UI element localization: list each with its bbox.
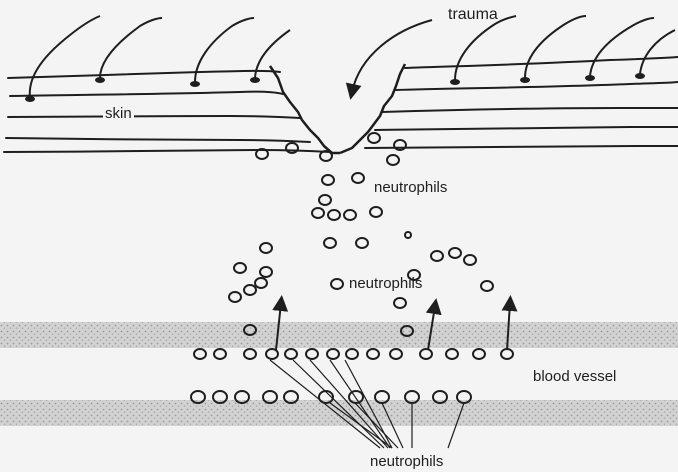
neutrophils-vessel-upper [194, 349, 513, 359]
neutrophils-migrating [229, 133, 493, 336]
vessel-wall-upper [0, 322, 678, 348]
hair-follicles [25, 73, 645, 102]
trauma-label: trauma [448, 7, 498, 23]
skin-label: skin [103, 106, 134, 121]
neutrophils-label-bottom: neutrophils [370, 454, 443, 469]
neutrophils-label-top: neutrophils [374, 180, 447, 195]
blood-vessel-label: blood vessel [533, 369, 616, 384]
trauma-arrow [352, 20, 432, 92]
wound [270, 64, 405, 153]
neutrophils-label-middle: neutrophils [349, 276, 422, 291]
